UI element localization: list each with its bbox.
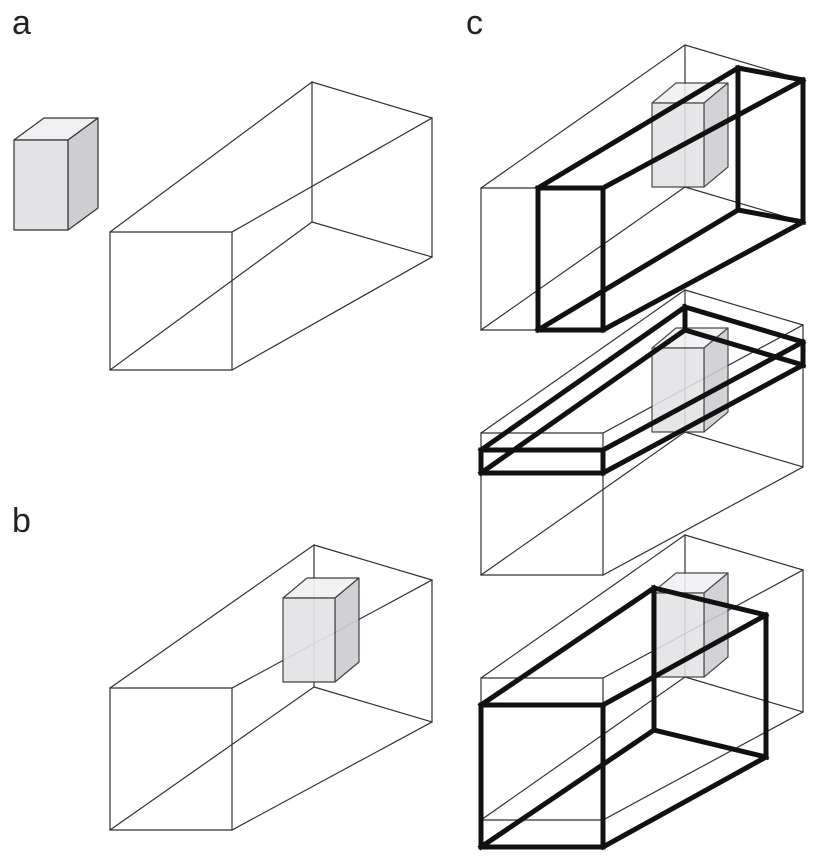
panel-b-room-box-front-face (109, 687, 233, 831)
panel-c3-room-box-depth-edge (602, 711, 804, 821)
panel-c-variant-3 (477, 534, 804, 851)
panel-c2-block-front-face (651, 347, 705, 433)
panel-c2-highlight-box-depth-edge (599, 338, 807, 454)
panel-a-room-box-depth-edge (109, 221, 313, 371)
panel-b-block (282, 577, 360, 683)
panel-c-variant-1 (480, 44, 807, 334)
panel-c-variant-2 (477, 289, 807, 576)
panel-a-block-front-face (13, 139, 69, 231)
panel-a-room-box-depth-edge (109, 81, 313, 233)
panel-c2-room-box-depth-edge (480, 289, 686, 434)
panel-c3-highlight-box-depth-edge (599, 753, 770, 851)
panel-b-block-front-face (282, 597, 336, 683)
panel-c2-highlight-box (477, 303, 807, 477)
panel-c1-room-box-depth-edge (480, 44, 686, 189)
panel-c1-room-box-depth-edge (480, 186, 686, 331)
panel-label-a: a (12, 4, 31, 42)
panel-a-room-box-depth-edge (231, 117, 433, 233)
panel-c1-highlight-box-depth-edge (534, 64, 742, 192)
panel-c2-room-box-depth-edge (602, 466, 804, 576)
panel-c3-highlight-box (477, 584, 770, 851)
panel-c3-room-box-front-face (480, 677, 604, 821)
panel-b-room-box (109, 544, 433, 831)
panel-a-room-box-depth-edge (231, 256, 433, 371)
panel-c1-highlight-box-back-face (735, 64, 806, 226)
panel-c1-highlight-box-depth-edge (599, 218, 807, 334)
panel-c2-room-box-front-face (480, 432, 604, 576)
panel-c2-room-box-depth-edge (480, 431, 686, 576)
panel-b-room-box-depth-edge (231, 721, 433, 831)
panel-a-room-box-front-face (109, 231, 233, 371)
panel-c2-room-box (480, 289, 804, 576)
panel-c1-room-box (480, 44, 804, 331)
panel-b-scene (109, 544, 433, 831)
panel-b-room-box-depth-edge (109, 686, 315, 831)
panel-label-c: c (466, 4, 483, 42)
panel-c1-highlight-box-depth-edge (534, 206, 742, 334)
panel-c1-room-box-front-face (480, 187, 604, 331)
panel-c2-highlight-box-depth-edge (477, 326, 689, 477)
panel-c3-room-box-depth-edge (480, 534, 686, 679)
panel-c2-highlight-box-depth-edge (477, 303, 689, 454)
panel-c3-highlight-box-depth-edge (477, 726, 658, 851)
panel-c3-highlight-box-depth-edge (599, 611, 770, 709)
panel-c2-highlight-box-depth-edge (599, 361, 807, 477)
panel-c1-highlight-box-depth-edge (599, 76, 807, 192)
panel-b-room-box-depth-edge (109, 544, 315, 689)
panel-a-room-box-back-face (311, 81, 433, 258)
panel-a-room-box (109, 81, 433, 371)
panel-a-block (13, 117, 99, 231)
panel-c3-room-box (480, 534, 804, 821)
panel-c3-room-box-depth-edge (480, 676, 686, 821)
panel-c3-highlight-box-depth-edge (477, 584, 658, 709)
panel-label-b: b (12, 502, 31, 540)
panel-c1-highlight-box (534, 64, 807, 334)
